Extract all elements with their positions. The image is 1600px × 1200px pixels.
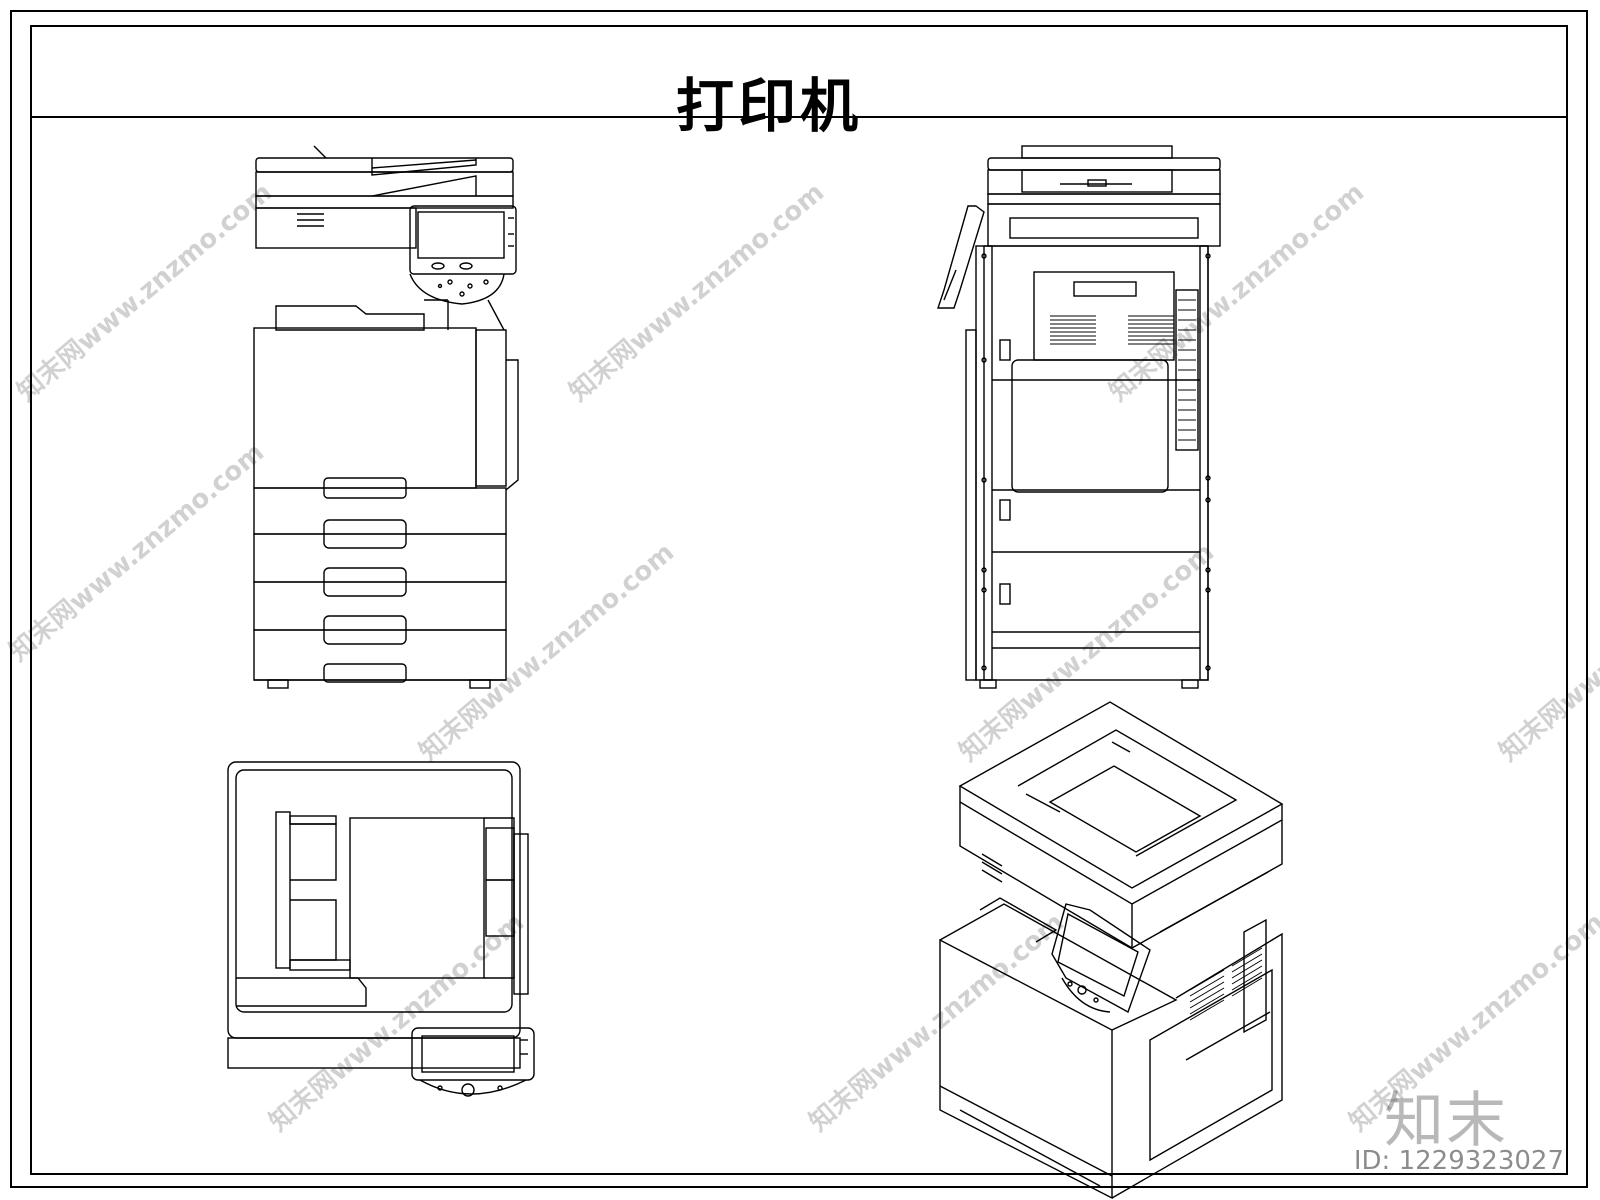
front-view — [253, 145, 519, 689]
id-label: ID: 1229323027 — [1353, 1146, 1564, 1176]
side-view — [937, 145, 1221, 689]
drawing-inner-frame — [30, 25, 1568, 1175]
drawing-title: 打印机 — [675, 72, 862, 140]
isometric-view — [939, 701, 1284, 1200]
top-view — [227, 761, 535, 1097]
title-band: 打印机 — [30, 25, 1568, 140]
drawing-outer-frame — [10, 10, 1588, 1188]
brand-mark: 知末 — [1384, 1086, 1508, 1156]
